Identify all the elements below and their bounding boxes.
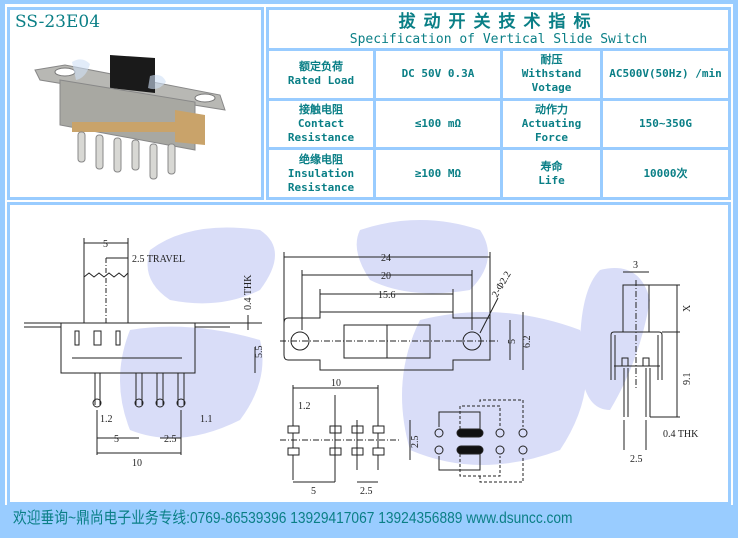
spec-table: 拔动开关技术指标 Specification of Vertical Slide… — [266, 7, 731, 200]
dim-side-height: 5.5 — [254, 346, 265, 359]
value: DC 50V 0.3A — [373, 48, 503, 101]
dim-pcb-pad: 1.2 — [298, 401, 311, 412]
spec-header: 拔动开关技术指标 Specification of Vertical Slide… — [266, 7, 731, 51]
label-en: Contact — [297, 116, 345, 130]
dim-pcb-total: 10 — [331, 378, 341, 389]
dim-travel: 2.5 TRAVEL — [132, 254, 185, 265]
technical-drawing-panel: 5 2.5 TRAVEL 0.4 THK 5.5 1.2 1.1 5 2.5 1… — [7, 202, 731, 505]
label-en: Life — [538, 173, 565, 187]
dim-holes: 2-Φ2.2 — [490, 270, 514, 300]
product-photo — [34, 55, 226, 180]
label-cn: 接触电阻 — [299, 102, 343, 116]
dim-actuator-h: X — [682, 304, 693, 312]
dim-side-thk: 0.4 THK — [243, 274, 254, 310]
dim-end-height: 9.1 — [682, 373, 693, 386]
label-en: Rated Load — [287, 74, 355, 88]
dim-outer-h: 6.2 — [522, 336, 533, 349]
dim-pcb-pitch2: 2.5 — [360, 486, 373, 497]
contact-footer: 欢迎垂询~鼎尚电子业务专线:0769-86539396 13929417067 … — [5, 505, 733, 533]
photo-watermark — [72, 59, 166, 90]
side-view — [24, 238, 262, 455]
dim-overall: 24 — [381, 253, 391, 264]
circuit-schematic — [434, 399, 528, 483]
label-en: Actuating — [521, 116, 582, 130]
value: 10000次 — [600, 147, 731, 200]
end-view — [610, 271, 680, 450]
dim-pin-width2: 1.1 — [200, 414, 213, 425]
dim-hole-pitch: 20 — [381, 271, 391, 282]
dim-end-pitch: 2.5 — [630, 454, 643, 465]
dim-pin-width: 1.2 — [100, 414, 113, 425]
label-cn: 耐压 — [540, 53, 563, 67]
value: 150~350G — [600, 97, 731, 151]
label-cn: 绝缘电阻 — [299, 152, 343, 166]
dim-pcb-pitch1: 5 — [311, 486, 316, 497]
dim-body: 15.6 — [378, 290, 396, 301]
dim-actuator-w: 3 — [633, 260, 638, 271]
dim-side-width: 5 — [103, 239, 108, 250]
label-en: Resistance — [287, 130, 355, 144]
label-en: Withstand — [521, 67, 582, 81]
dim-pitch2: 2.5 — [164, 434, 177, 445]
label-cn: 额定负荷 — [299, 60, 343, 74]
value: ≥100 MΩ — [373, 147, 503, 200]
dim-total: 10 — [132, 458, 142, 469]
label-en: Resistance — [287, 180, 355, 194]
top-view — [280, 252, 524, 371]
model-number: SS-23E04 — [15, 12, 101, 32]
dim-pcb-row: 2.5 — [410, 436, 421, 449]
label-cn: 寿命 — [540, 159, 563, 173]
spec-title-cn: 拔动开关技术指标 — [398, 11, 599, 32]
product-photo-panel: SS-23E04 — [7, 7, 264, 200]
label-en: Force — [534, 130, 569, 144]
dim-inner-h: 5 — [507, 339, 518, 344]
label-en: Votage — [531, 81, 572, 95]
spec-title-en: Specification of Vertical Slide Switch — [349, 31, 648, 47]
value: ≤100 mΩ — [373, 97, 503, 151]
label-en: Insulation — [287, 166, 355, 180]
label-cn: 动作力 — [535, 102, 568, 116]
dim-end-thk: 0.4 THK — [663, 429, 699, 440]
technical-drawing: 5 2.5 TRAVEL 0.4 THK 5.5 1.2 1.1 5 2.5 1… — [24, 220, 699, 497]
pcb-footprint — [280, 385, 411, 483]
contact-text: 欢迎垂询~鼎尚电子业务专线:0769-86539396 13929417067 … — [13, 510, 573, 527]
dim-pitch1: 5 — [114, 434, 119, 445]
value: AC500V(50Hz) /min — [600, 48, 731, 101]
